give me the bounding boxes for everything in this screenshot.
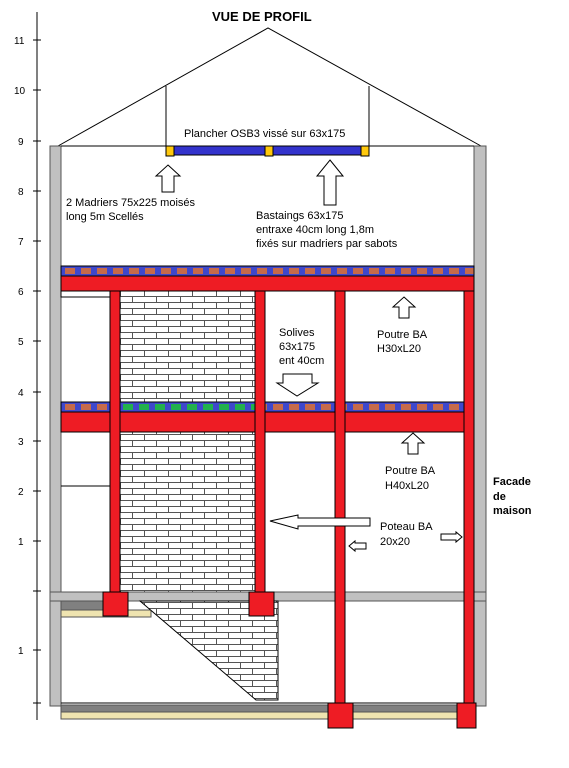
roof	[57, 27, 482, 147]
scale-tick: 9	[18, 137, 24, 148]
label-bastaings: Bastaings 63x175	[256, 210, 343, 222]
brick-wall-lower	[119, 431, 256, 593]
height-scale: 11 10 9 8 7 6 5 4 3 2 1 1	[14, 12, 41, 720]
label-poteau: Poteau BA	[380, 521, 433, 533]
label-bastaings: fixés sur madriers par sabots	[256, 238, 398, 250]
label-solives: 63x175	[279, 341, 315, 353]
scale-tick: 11	[14, 36, 25, 47]
footing-1	[102, 591, 129, 617]
column-4	[463, 290, 475, 704]
scale-tick: 1	[18, 537, 24, 548]
column-1	[109, 290, 121, 593]
scale-tick: 10	[14, 86, 26, 97]
beam-h40	[60, 411, 475, 433]
label-solives: Solives	[279, 327, 315, 339]
footing-2	[248, 591, 275, 617]
label-bastaings: entraxe 40cm long 1,8m	[256, 224, 374, 236]
up-arrow-icon	[391, 296, 417, 319]
scale-tick: 1	[18, 646, 24, 657]
label-madriers: long 5m Scellés	[66, 211, 144, 223]
scale-tick: 8	[18, 187, 24, 198]
beam-h30	[60, 275, 475, 292]
osb-floor	[165, 145, 370, 157]
upper-joists	[60, 265, 475, 277]
label-poutre-h40: Poutre BA	[385, 465, 436, 477]
label-plancher: Plancher OSB3 vissé sur 63x175	[184, 128, 345, 140]
footing-4	[456, 702, 477, 729]
label-solives: ent 40cm	[279, 355, 324, 367]
left-arrow-icon	[348, 539, 367, 553]
scale-tick: 2	[18, 487, 24, 498]
label-facade: Facade	[493, 476, 531, 488]
right-arrow-icon	[440, 530, 463, 544]
basement-slab-light	[60, 711, 475, 720]
label-poutre-h40: H40xL20	[385, 480, 429, 492]
label-poteau: 20x20	[380, 536, 410, 548]
middle-joists-green	[119, 401, 256, 413]
stair-bricks	[138, 600, 279, 701]
label-poutre-h30: H30xL20	[377, 343, 421, 355]
label-facade: de	[493, 491, 506, 503]
footing-3	[327, 702, 354, 729]
slab-dark	[60, 600, 105, 611]
label-madriers: 2 Madriers 75x225 moisés	[66, 197, 196, 209]
scale-tick: 7	[18, 237, 24, 248]
scale-tick: 3	[18, 437, 24, 448]
drawing-title: VUE DE PROFIL	[212, 9, 312, 24]
left-wall	[49, 145, 62, 707]
label-facade: maison	[493, 505, 532, 517]
column-3	[334, 290, 346, 704]
left-arrow-icon	[269, 514, 371, 530]
up-arrow-icon	[154, 164, 182, 193]
scale-tick: 6	[18, 287, 24, 298]
up-arrow-icon	[400, 432, 426, 455]
label-poutre-h30: Poutre BA	[377, 329, 428, 341]
scale-tick: 4	[18, 388, 24, 399]
brick-wall-upper	[119, 290, 256, 403]
facade-wall	[473, 145, 487, 707]
scale-tick: 5	[18, 337, 24, 348]
column-2	[254, 290, 266, 593]
basement-slab	[60, 704, 475, 713]
down-arrow-icon	[275, 373, 320, 397]
up-arrow-icon	[315, 159, 345, 206]
window-frame	[60, 290, 111, 298]
